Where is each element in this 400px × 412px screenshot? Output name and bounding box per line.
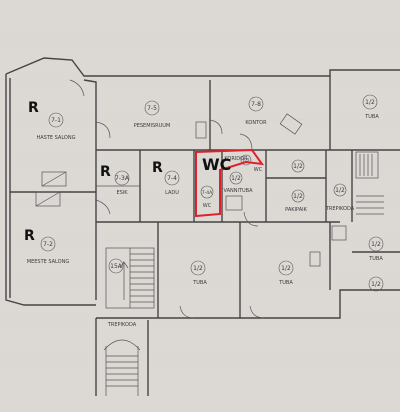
room-wc-right-name: WC bbox=[254, 167, 263, 173]
room-15a-number: 15A bbox=[110, 263, 123, 270]
marker-wc: WC bbox=[202, 155, 231, 174]
room-ladu-name: LADU bbox=[165, 190, 179, 196]
marker-r-meeste-salong: R bbox=[24, 228, 35, 244]
room-kontor-number: 7-8 bbox=[251, 101, 261, 108]
room-pakipaik-name: PAKIPAIK bbox=[285, 207, 307, 213]
staircase-right bbox=[356, 195, 384, 215]
room-tuba-far-right-name: TUBA bbox=[368, 256, 383, 262]
room-vannituba-number: 1/2 bbox=[231, 175, 241, 182]
room-wc-right-number: 1/2 bbox=[242, 158, 249, 164]
room-tuba-top-mid-number: 1/2 bbox=[293, 163, 303, 170]
room-ladu-number: 7-4 bbox=[167, 175, 177, 182]
room-kontor-name: KONTOR bbox=[245, 120, 267, 126]
room-meeste-salong-number: 7-2 bbox=[43, 241, 53, 248]
room-labels: 7-1 HASTE SALONG 7-5 PESEMISRUUM 7-8 KON… bbox=[27, 94, 383, 328]
room-haste-salong-number: 7-1 bbox=[51, 117, 61, 124]
room-tuba-top-right-number: 1/2 bbox=[365, 99, 375, 106]
room-trepikoda-right-number: 1/2 bbox=[335, 187, 345, 194]
marker-r-esik: R bbox=[100, 164, 111, 180]
room-pakipaik-number: 1/2 bbox=[293, 193, 303, 200]
room-vannituba-name: VANNITUBA bbox=[223, 188, 253, 194]
room-tuba-top-right-name: TUBA bbox=[364, 114, 379, 120]
room-tuba-center-number: 1/2 bbox=[193, 265, 203, 272]
annotation-markers: R R R R WC bbox=[24, 100, 231, 244]
room-tuba-center-name: TUBA bbox=[192, 280, 207, 286]
room-trepikoda-bottom-name: TREPIKODA bbox=[107, 322, 137, 328]
room-wc-small-number: 7-4A bbox=[202, 190, 213, 196]
room-koridor-name: KORIDOR bbox=[224, 156, 248, 162]
staircase-left bbox=[105, 247, 155, 309]
room-number-circle bbox=[48, 112, 64, 128]
fixtures bbox=[35, 113, 379, 267]
marker-r-ladu: R bbox=[152, 160, 163, 176]
room-tuba-bottom-right-number: 1/2 bbox=[371, 281, 381, 288]
room-wc-small-name: WC bbox=[203, 203, 212, 209]
marker-r-haste-salong: R bbox=[28, 100, 39, 116]
fireplace-bottom bbox=[35, 191, 61, 207]
room-trepikoda-right-name: TREPIKODA bbox=[325, 206, 355, 212]
room-haste-salong-name: HASTE SALONG bbox=[36, 135, 75, 141]
room-esik-name: ESIK bbox=[116, 190, 128, 196]
paper-grid bbox=[0, 39, 400, 361]
interior-walls bbox=[10, 76, 400, 318]
room-tuba-far-right-number: 1/2 bbox=[371, 241, 381, 248]
room-tuba-center-right-number: 1/2 bbox=[281, 265, 291, 272]
room-meeste-salong-name: MEESTE SALONG bbox=[27, 259, 70, 265]
wc-highlight-outline bbox=[195, 148, 265, 218]
room-pesemisruum-name: PESEMISRUUM bbox=[134, 123, 171, 129]
entrance-steps bbox=[103, 339, 141, 396]
door-swings bbox=[69, 79, 265, 319]
outer-walls bbox=[5, 57, 400, 396]
room-esik-number: 7-3A bbox=[115, 175, 130, 182]
room-pesemisruum-number: 7-5 bbox=[147, 105, 157, 112]
room-tuba-center-right-name: TUBA bbox=[278, 280, 293, 286]
fireplace-top bbox=[41, 171, 67, 187]
